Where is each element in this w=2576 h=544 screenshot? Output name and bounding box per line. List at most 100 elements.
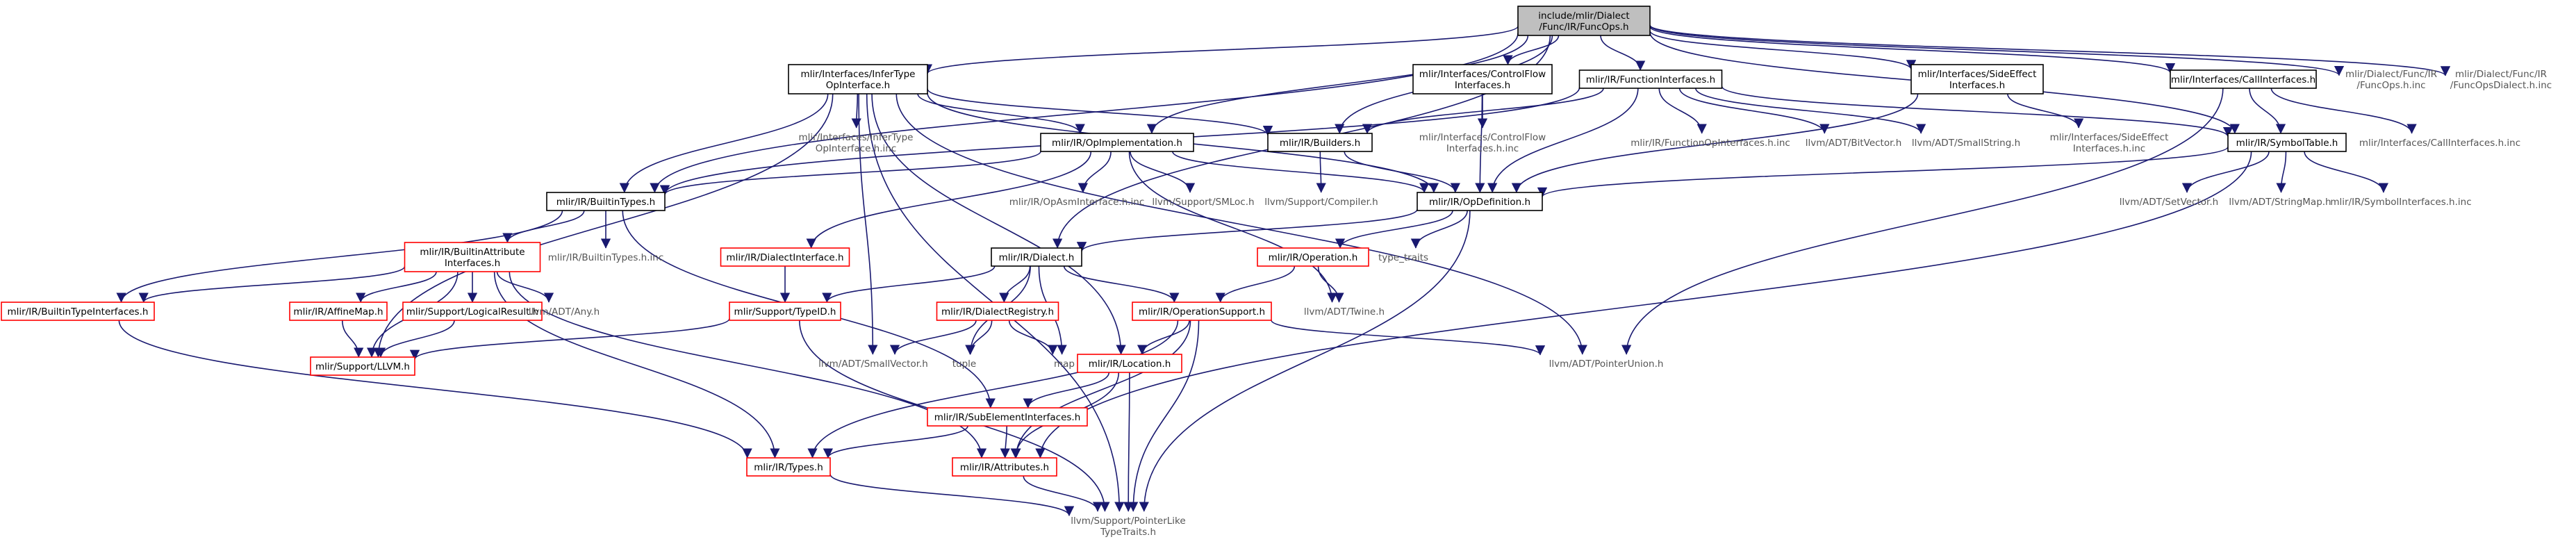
- node-box-builtinattrif: [404, 242, 541, 272]
- edge-root-to-funcopsinc: [1649, 25, 2344, 76]
- node-dialect[interactable]: mlir/IR/Dialect.h: [991, 247, 1082, 267]
- node-location[interactable]: mlir/IR/Location.h: [1077, 354, 1182, 373]
- node-types[interactable]: mlir/IR/Types.h: [746, 457, 831, 477]
- node-label-builtinattrif-1: Interfaces.h: [445, 258, 500, 269]
- edge-symboltable-to-setvector: [2181, 151, 2270, 193]
- edge-builtinattrif-to-builtintypeif: [138, 265, 406, 303]
- node-box-opimpl: [1040, 133, 1194, 152]
- node-box-root: [1517, 6, 1651, 36]
- node-callif[interactable]: mlir/Interfaces/CallInterfaces.h: [2170, 69, 2317, 89]
- node-map[interactable]: map: [1054, 358, 1075, 370]
- node-symbolifinc[interactable]: mlir/IR/SymbolInterfaces.h.inc: [2330, 197, 2471, 208]
- node-box-sideeffect: [1910, 64, 2044, 94]
- node-funcif[interactable]: mlir/IR/FunctionInterfaces.h: [1578, 69, 1723, 89]
- node-label-twine-0: llvm/ADT/Twine.h: [1304, 306, 1385, 318]
- node-label-funcopsinc-0: mlir/Dialect/Func/IR: [2345, 69, 2437, 80]
- node-root[interactable]: include/mlir/Dialect/Func/IR/FuncOps.h: [1517, 6, 1651, 36]
- node-builtintypesinc[interactable]: mlir/IR/BuiltinTypes.h.inc: [548, 252, 664, 263]
- node-compiler[interactable]: llvm/Support/Compiler.h: [1264, 197, 1378, 208]
- node-smallstring[interactable]: llvm/ADT/SmallString.h: [1912, 138, 2020, 149]
- node-box-llvmh: [310, 356, 415, 376]
- node-stringmap[interactable]: llvm/ADT/StringMap.h: [2229, 197, 2331, 208]
- node-opasmif[interactable]: mlir/IR/OpAsmInterface.h.inc: [1009, 197, 1145, 208]
- node-dialectif[interactable]: mlir/IR/DialectInterface.h: [720, 247, 850, 267]
- node-box-typeid: [729, 302, 841, 321]
- edge-symboltable-to-symbolifinc: [2304, 151, 2389, 193]
- node-label-operation-0: mlir/IR/Operation.h: [1269, 252, 1358, 263]
- node-smloc[interactable]: llvm/Support/SMLoc.h: [1152, 197, 1254, 208]
- node-label-sideeffect-0: mlir/Interfaces/SideEffect: [1918, 69, 2037, 80]
- node-dialectregistry[interactable]: mlir/IR/DialectRegistry.h: [936, 302, 1059, 321]
- edge-controlflow-to-opdef: [1475, 93, 1485, 193]
- node-opimpl[interactable]: mlir/IR/OpImplementation.h: [1040, 133, 1194, 152]
- edge-infertype-to-builders: [927, 88, 1273, 136]
- edge-builders-to-opdef: [1344, 151, 1460, 193]
- node-sideeffectinc[interactable]: mlir/Interfaces/SideEffectInterfaces.h.i…: [2050, 132, 2169, 154]
- edge-affinemap-to-llvmh: [341, 320, 364, 358]
- node-affinemap[interactable]: mlir/IR/AffineMap.h: [289, 302, 388, 321]
- edge-builtintypes-to-builtinattrif: [502, 210, 585, 243]
- node-twine[interactable]: llvm/ADT/Twine.h: [1304, 306, 1385, 318]
- node-label-controlflow-1: Interfaces.h: [1455, 80, 1510, 91]
- edge-dialect-to-dialectregistry: [999, 265, 1031, 303]
- node-box-dialectregistry: [936, 302, 1059, 321]
- node-builtintypeif[interactable]: mlir/IR/BuiltinTypeInterfaces.h: [1, 302, 155, 321]
- node-opsupport[interactable]: mlir/IR/OperationSupport.h: [1132, 302, 1272, 321]
- edge-callif-to-symboltable: [2249, 88, 2286, 134]
- node-box-logicalresult: [402, 302, 543, 321]
- edge-root-to-callif: [1649, 26, 2175, 74]
- node-setvector[interactable]: llvm/ADT/SetVector.h: [2120, 197, 2218, 208]
- node-bitvector[interactable]: llvm/ADT/BitVector.h: [1806, 138, 1902, 149]
- node-callifinc[interactable]: mlir/Interfaces/CallInterfaces.h.inc: [2359, 138, 2520, 149]
- node-typetraits[interactable]: type_traits: [1378, 252, 1428, 263]
- node-label-funcopinc-0: mlir/IR/FunctionOpInterfaces.h.inc: [1630, 138, 1790, 149]
- node-label-smallvector-0: llvm/ADT/SmallVector.h: [818, 358, 928, 370]
- node-typeid[interactable]: mlir/Support/TypeID.h: [729, 302, 841, 321]
- node-symboltable[interactable]: mlir/IR/SymbolTable.h: [2227, 133, 2347, 152]
- node-label-dialectregistry-0: mlir/IR/DialectRegistry.h: [941, 306, 1054, 318]
- node-funcopsinc[interactable]: mlir/Dialect/Func/IR/FuncOps.h.inc: [2345, 69, 2437, 91]
- node-box-affinemap: [289, 302, 388, 321]
- node-infertypeinc[interactable]: mlir/Interfaces/InferTypeOpInterface.h.i…: [799, 132, 914, 154]
- node-label-any-0: llvm/ADT/Any.h: [529, 306, 600, 318]
- node-label-opsupport-0: mlir/IR/OperationSupport.h: [1139, 306, 1265, 318]
- node-label-smloc-0: llvm/Support/SMLoc.h: [1152, 197, 1254, 208]
- node-label-location-0: mlir/IR/Location.h: [1089, 358, 1171, 370]
- node-box-location: [1077, 354, 1182, 373]
- node-operation[interactable]: mlir/IR/Operation.h: [1257, 247, 1369, 267]
- edge-root-to-funcopsdialectinc: [1649, 24, 2450, 76]
- node-any[interactable]: llvm/ADT/Any.h: [529, 306, 600, 318]
- node-opdef[interactable]: mlir/IR/OpDefinition.h: [1417, 192, 1543, 211]
- node-label-compiler-0: llvm/Support/Compiler.h: [1264, 197, 1378, 208]
- node-label-pointerlike-1: TypeTraits.h: [1100, 527, 1156, 538]
- node-llvmh[interactable]: mlir/Support/LLVM.h: [310, 356, 415, 376]
- node-label-root-1: /Func/IR/FuncOps.h: [1539, 22, 1628, 33]
- node-builders[interactable]: mlir/IR/Builders.h: [1267, 133, 1373, 152]
- node-pointerunion[interactable]: llvm/ADT/PointerUnion.h: [1549, 358, 1664, 370]
- node-label-builtintypes-0: mlir/IR/BuiltinTypes.h: [556, 197, 655, 208]
- edge-builtinattrif-to-any: [496, 271, 554, 303]
- node-funcopinc[interactable]: mlir/IR/FunctionOpInterfaces.h.inc: [1630, 138, 1790, 149]
- edge-funcif-to-builders: [1362, 88, 1604, 134]
- node-funcopsdialectinc[interactable]: mlir/Dialect/Func/IR/FuncOpsDialect.h.in…: [2450, 69, 2552, 91]
- node-label-callifinc-0: mlir/Interfaces/CallInterfaces.h.inc: [2359, 138, 2520, 149]
- node-tuple[interactable]: tuple: [952, 358, 976, 370]
- node-label-builders-0: mlir/IR/Builders.h: [1280, 138, 1360, 149]
- node-smallvector[interactable]: llvm/ADT/SmallVector.h: [818, 358, 928, 370]
- node-label-symbolifinc-0: mlir/IR/SymbolInterfaces.h.inc: [2330, 197, 2471, 208]
- edge-dialect-to-opsupport: [1063, 265, 1180, 303]
- node-controlflowinc[interactable]: mlir/Interfaces/ControlFlowInterfaces.h.…: [1419, 132, 1546, 154]
- node-builtintypes[interactable]: mlir/IR/BuiltinTypes.h: [546, 192, 666, 211]
- node-attributes[interactable]: mlir/IR/Attributes.h: [952, 457, 1057, 477]
- node-label-tuple-0: tuple: [952, 358, 976, 370]
- node-logicalresult[interactable]: mlir/Support/LogicalResult.h: [402, 302, 543, 321]
- edge-symboltable-to-attributes: [1035, 151, 2252, 459]
- node-subelement[interactable]: mlir/IR/SubElementInterfaces.h: [927, 407, 1088, 427]
- edge-infertype-to-builtintypes: [619, 93, 829, 193]
